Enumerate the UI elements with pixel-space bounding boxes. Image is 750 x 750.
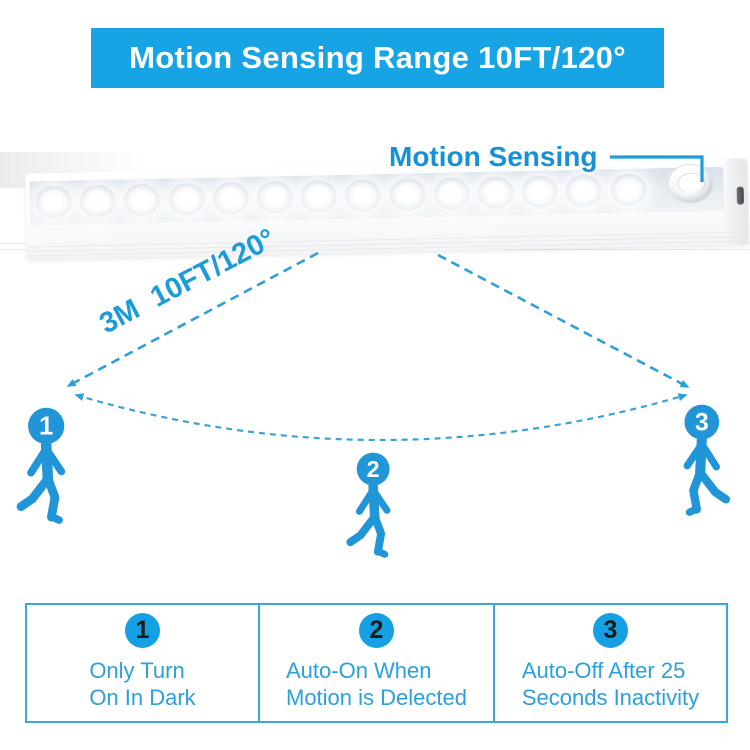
step-3-text: Auto-Off After 25 Seconds Inactivity (522, 657, 699, 711)
title-banner: Motion Sensing Range 10FT/120° (91, 28, 664, 88)
step-1-text: Only Turn On In Dark (89, 657, 195, 711)
step-1-line-2: On In Dark (89, 685, 196, 710)
feature-cell-3: 3 Auto-Off After 25 Seconds Inactivity (493, 605, 726, 721)
walking-figure-3: 3 (684, 405, 725, 513)
step-3-badge: 3 (593, 613, 628, 648)
feature-cell-1: 1 Only Turn On In Dark (27, 605, 258, 721)
range-line-right (437, 253, 690, 389)
banner-title: Motion Sensing Range 10FT/120° (129, 40, 626, 75)
range-angle-value: 10FT/120° (145, 223, 280, 314)
range-distance-label: 3M 10FT/120° (94, 223, 280, 341)
step-2-line-2: Motion is Delected (286, 685, 467, 710)
step-2-number: 2 (369, 616, 384, 644)
range-arc (74, 393, 688, 442)
callout-connector-line (610, 155, 704, 182)
step-2-text: Auto-On When Motion is Delected (286, 657, 467, 711)
feature-table: 1 Only Turn On In Dark 2 Auto-On When Mo… (25, 603, 728, 723)
figure-3-number: 3 (695, 409, 709, 436)
step-1-line-1: Only Turn (89, 658, 185, 683)
step-2-line-1: Auto-On When (286, 658, 432, 683)
feature-cell-2: 2 Auto-On When Motion is Delected (258, 605, 493, 721)
walking-figure-2: 2 (350, 453, 389, 555)
step-3-number: 3 (603, 616, 618, 644)
step-2-badge: 2 (359, 613, 394, 648)
figure-2-number: 2 (367, 456, 380, 482)
step-3-line-1: Auto-Off After 25 (521, 658, 686, 683)
range-line-left (66, 251, 319, 388)
walking-figure-1: 1 (21, 408, 64, 520)
step-1-number: 1 (135, 616, 150, 644)
figure-1-number: 1 (39, 413, 53, 441)
step-3-line-2: Seconds Inactivity (521, 685, 700, 710)
range-distance-value: 3M (94, 293, 145, 340)
step-1-badge: 1 (125, 613, 160, 648)
motion-sensing-label: Motion Sensing (389, 141, 598, 172)
